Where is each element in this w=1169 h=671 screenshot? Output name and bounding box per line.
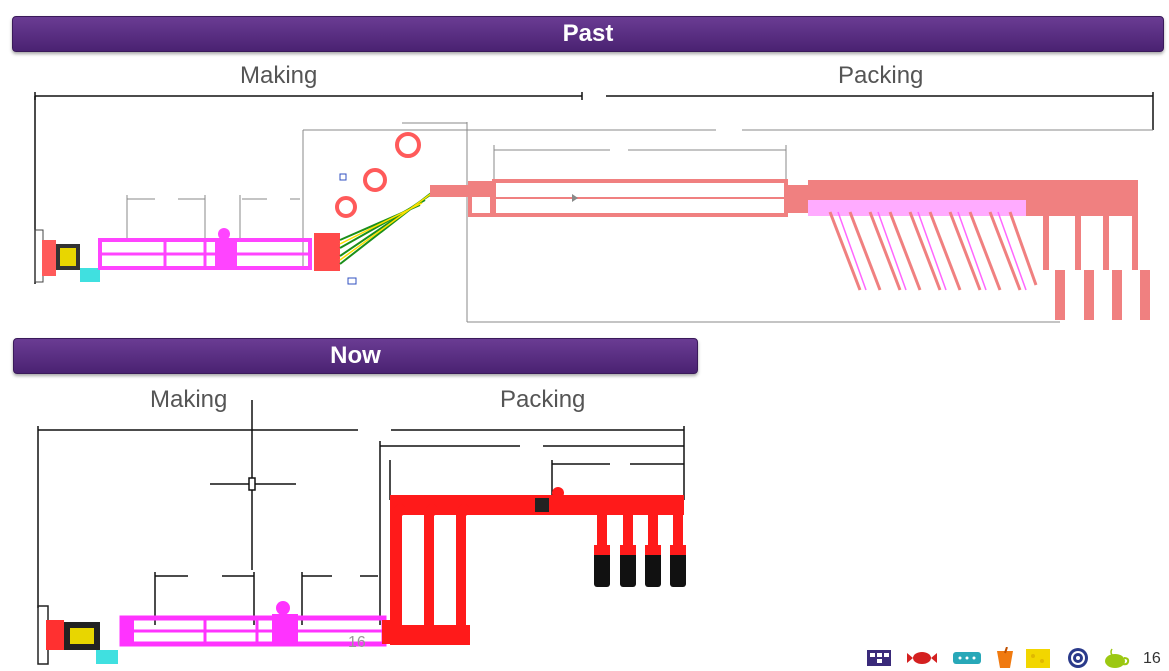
candy-icon bbox=[906, 647, 937, 669]
page-number: 16 bbox=[1143, 650, 1161, 667]
chocolate-bar-icon bbox=[866, 647, 892, 669]
past-title: Past bbox=[562, 20, 614, 47]
cheese-icon bbox=[1025, 647, 1051, 669]
now-packing-label: Packing bbox=[500, 386, 586, 413]
past-frame-lines bbox=[126, 122, 1153, 323]
coffee-bean-icon bbox=[1064, 647, 1090, 669]
past-banner: Past bbox=[12, 16, 1164, 52]
past-packing-label: Packing bbox=[838, 62, 924, 89]
biscuit-icon bbox=[952, 647, 981, 669]
now-banner: Now bbox=[13, 338, 698, 374]
now-title: Now bbox=[330, 342, 381, 369]
drink-cup-icon bbox=[992, 647, 1018, 669]
now-making-label: Making bbox=[150, 386, 228, 413]
now-making-line bbox=[37, 601, 387, 665]
past-making-label: Making bbox=[240, 62, 318, 89]
overlay-page-number: 16 bbox=[348, 634, 366, 651]
past-packing-line bbox=[468, 179, 1150, 320]
now-packing-line bbox=[382, 487, 686, 645]
past-making-line bbox=[34, 132, 490, 285]
coffee-cup-icon bbox=[1102, 647, 1130, 669]
